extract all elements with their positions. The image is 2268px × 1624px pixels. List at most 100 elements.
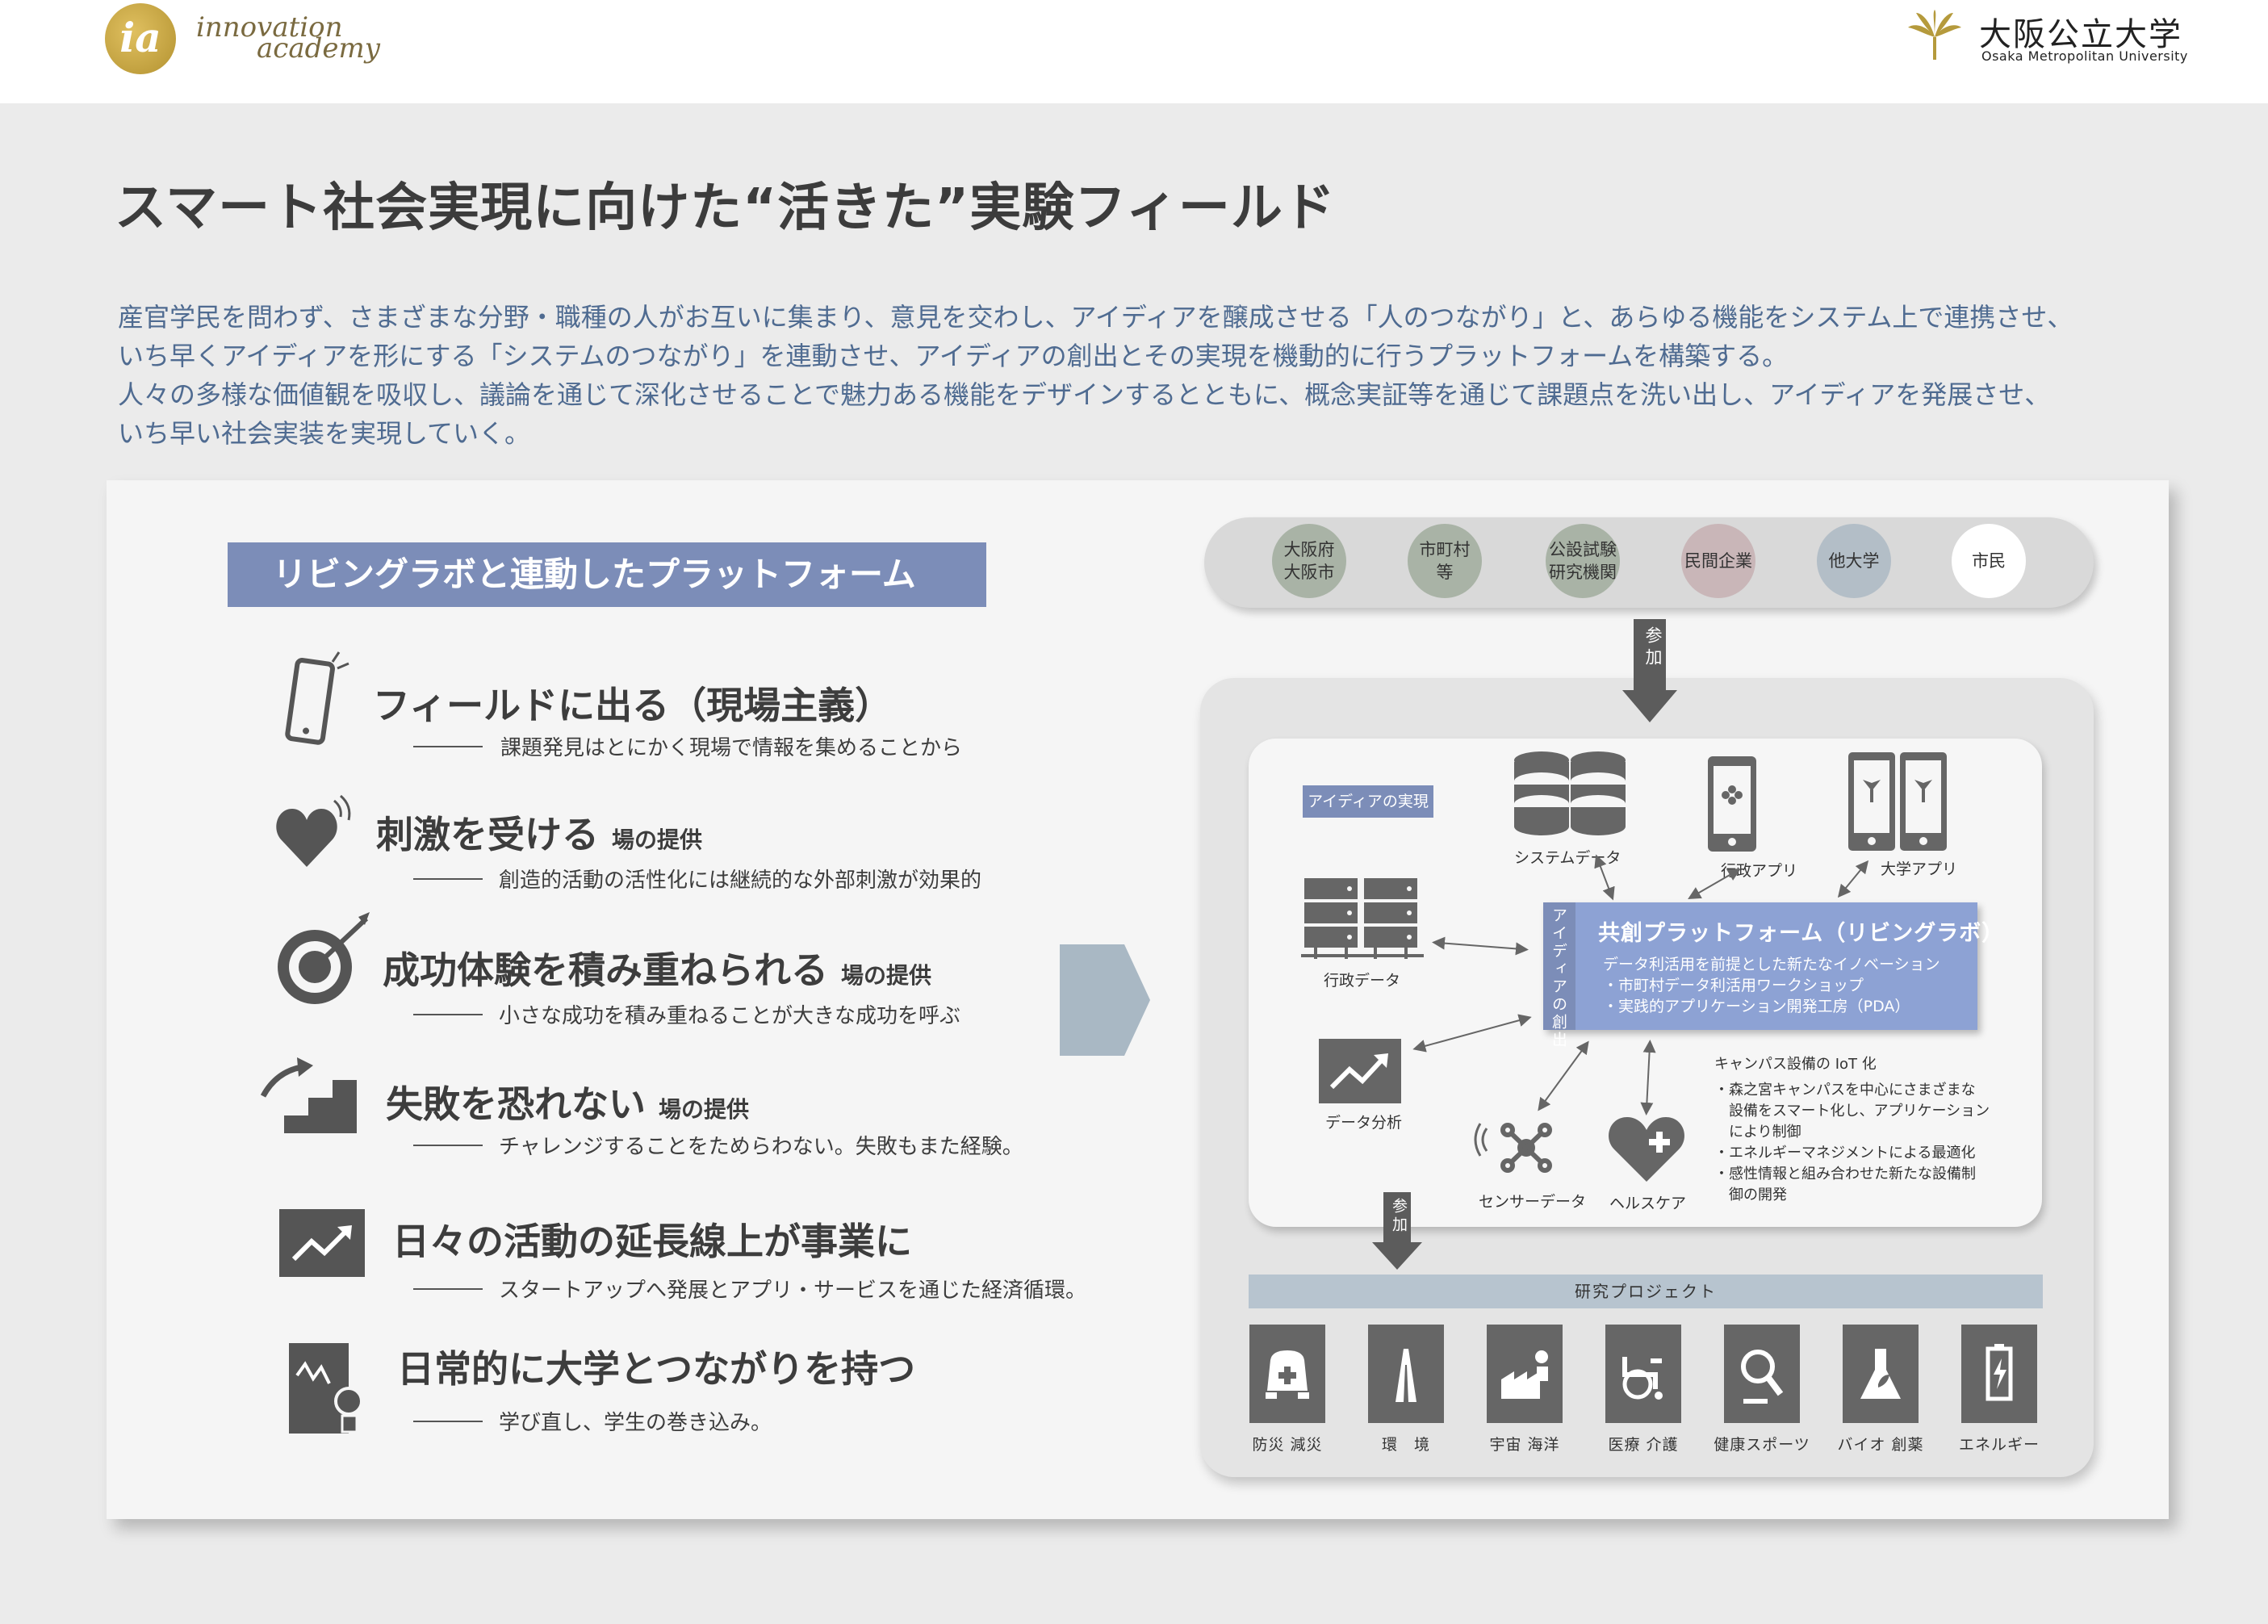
participant-citizens: 市民 <box>1952 524 2026 598</box>
research-label-energy: エネルギー <box>1958 1436 2040 1454</box>
intro-line-2: いち早くアイディアを形にする「システムのつながり」を連動させ、アイディアの創出と… <box>118 341 1789 371</box>
healthcare-label: ヘルスケア <box>1609 1195 1687 1212</box>
platform-line-2: ・市町村データ利活用ワークショップ <box>1603 977 1864 994</box>
iot-line-2: ・森之宮キャンパスを中心にさまざまな <box>1714 1082 1976 1099</box>
participant-research-institutes: 公設試験 研究機関 <box>1546 524 1620 598</box>
platform-line-1: データ利活用を前提とした新たなイノベーション <box>1603 956 1940 973</box>
big-right-arrow-icon <box>1060 944 1150 1056</box>
participate-arrow-top-icon <box>1622 619 1677 722</box>
iot-line-4: により制御 <box>1714 1124 1801 1141</box>
research-projects-bar: 研究プロジェクト <box>1249 1275 2043 1308</box>
feature-title-4: 失敗を恐れない 場の提供 <box>386 1082 750 1126</box>
iot-line-6: ・感性情報と組み合わせた新たな設備制 <box>1714 1166 1976 1182</box>
iot-line-3: 設備をスマート化し、アプリケーション <box>1714 1103 1990 1120</box>
research-tile-bio-pharma <box>1843 1325 1919 1423</box>
feature-dash-4 <box>413 1145 483 1146</box>
feature-title-3: 成功体験を積み重ねられる 場の提供 <box>383 948 932 992</box>
omu-ginkgo-logo-icon <box>1908 10 1961 60</box>
research-tile-energy <box>1961 1325 2037 1423</box>
smartphone-icon <box>285 651 349 745</box>
feature-title-6: 日常的に大学とつながりを持つ <box>397 1347 916 1391</box>
participate-label-bottom: 参加 <box>1390 1198 1408 1235</box>
co-creation-platform-box <box>1543 902 1977 1030</box>
factory-icon <box>1487 1325 1563 1423</box>
left-heading: リビングラボと連動したプラットフォーム <box>228 542 986 607</box>
feature-dash-2 <box>413 878 483 880</box>
research-label-medical-care: 医療 介護 <box>1608 1436 1679 1454</box>
gov-data-label: 行政データ <box>1324 972 1401 990</box>
participant-osaka: 大阪府 大阪市 <box>1272 524 1346 598</box>
univ-app-label: 大学アプリ <box>1881 860 1958 878</box>
participant-municipalities: 市町村 等 <box>1408 524 1482 598</box>
feature-desc-4: チャレンジすることをためらわない。失敗もまた経験。 <box>499 1135 1023 1159</box>
logo-text-line2: academy <box>257 32 380 65</box>
healthcare-heart-icon <box>1609 1117 1684 1182</box>
server-rack-icon <box>1301 878 1424 959</box>
battery-icon <box>1961 1325 2037 1423</box>
idea-realization-tag: アイディアの実現 <box>1303 785 1433 818</box>
road-icon <box>1368 1325 1444 1423</box>
research-label-disaster: 防災 減災 <box>1252 1436 1323 1454</box>
iot-line-5: ・エネルギーマネジメントによる最適化 <box>1714 1145 1976 1161</box>
idea-creation-label: アイディアの創出 <box>1550 907 1567 1049</box>
feature-dash-3 <box>413 1014 483 1015</box>
intro-line-3: 人々の多様な価値観を吸収し、議論を通じて深化させることで魅力ある機能をデザインす… <box>118 379 2051 410</box>
disaster-icon <box>1249 1325 1325 1423</box>
feature-dash-5 <box>413 1288 483 1290</box>
participate-label-top: 参加 <box>1643 626 1663 670</box>
research-label-environment: 環 境 <box>1381 1436 1430 1454</box>
participant-other-universities: 他大学 <box>1817 524 1891 598</box>
logo-text-line1: innovation <box>196 11 343 44</box>
research-tile-disaster <box>1249 1325 1325 1423</box>
research-label-health-sports: 健康スポーツ <box>1714 1436 1810 1454</box>
feature-desc-1: 課題発見はとにかく現場で情報を集めることから <box>500 736 963 760</box>
feature-dash-6 <box>413 1421 483 1422</box>
research-label-bio-pharma: バイオ 創薬 <box>1837 1436 1924 1454</box>
system-data-label: システムデータ <box>1514 849 1621 867</box>
database-icon <box>1514 751 1626 835</box>
magnifier-icon <box>1724 1325 1800 1423</box>
platform-title: 共創プラットフォーム（リビングラボ） <box>1598 921 2005 946</box>
gov-app-phone-icon <box>1708 756 1756 852</box>
data-analysis-label: データ分析 <box>1325 1114 1403 1132</box>
learning-icon <box>289 1343 363 1434</box>
research-tile-medical-care <box>1605 1325 1681 1423</box>
omu-name-en: Osaka Metropolitan University <box>1981 48 2188 64</box>
wheelchair-icon <box>1605 1325 1681 1423</box>
page-title: スマート社会実現に向けた“活きた”実験フィールド <box>115 178 1336 238</box>
omu-name-jp: 大阪公立大学 <box>1979 16 2182 53</box>
feature-desc-3: 小さな成功を積み重ねることが大きな成功を呼ぶ <box>499 1004 961 1028</box>
iot-line-1: キャンパス設備の IoT 化 <box>1714 1056 1877 1073</box>
target-icon <box>278 912 370 1004</box>
intro-line-1: 産官学民を問わず、さまざまな分野・職種の人がお互いに集まり、意見を交わし、アイデ… <box>118 302 2073 333</box>
data-analysis-chart-icon <box>1319 1039 1401 1103</box>
platform-side-bar <box>1543 902 1575 1030</box>
feature-title-1: フィールドに出る（現場主義） <box>373 684 893 727</box>
sensor-data-label: センサーデータ <box>1479 1193 1587 1211</box>
sensor-drone-icon <box>1474 1123 1552 1173</box>
trend-icon <box>279 1209 365 1277</box>
innovation-academy-logo-icon: ia <box>105 3 176 74</box>
research-label-space-ocean: 宇宙 海洋 <box>1489 1436 1560 1454</box>
participant-private-companies: 民間企業 <box>1681 524 1755 598</box>
feature-desc-5: スタートアップへ発展とアプリ・サービスを通じた経済循環。 <box>499 1279 1087 1303</box>
feature-desc-6: 学び直し、学生の巻き込み。 <box>499 1411 772 1435</box>
header: ia innovation academy 大阪公立大学 Osaka Metro… <box>0 0 2268 103</box>
research-tile-space-ocean <box>1487 1325 1563 1423</box>
univ-app-phones-icon <box>1848 752 1947 851</box>
feature-desc-2: 創造的活動の活性化には継続的な外部刺激が効果的 <box>499 869 982 893</box>
stairs-icon <box>260 1057 357 1133</box>
research-tile-environment <box>1368 1325 1444 1423</box>
iot-line-7: 御の開発 <box>1714 1187 1787 1203</box>
platform-line-3: ・実践的アプリケーション開発工房（PDA） <box>1603 998 1910 1015</box>
intro-line-4: いち早い社会実装を実現していく。 <box>118 418 531 449</box>
participants-bar <box>1204 517 2094 608</box>
participate-arrow-bottom-icon <box>1372 1192 1422 1270</box>
feature-title-2: 刺激を受ける 場の提供 <box>376 813 703 856</box>
research-tile-health-sports <box>1724 1325 1800 1423</box>
heart-icon <box>276 794 351 867</box>
flask-icon <box>1843 1325 1919 1423</box>
feature-title-5: 日々の活動の延長線上が事業に <box>392 1220 912 1263</box>
feature-dash-1 <box>413 746 483 747</box>
